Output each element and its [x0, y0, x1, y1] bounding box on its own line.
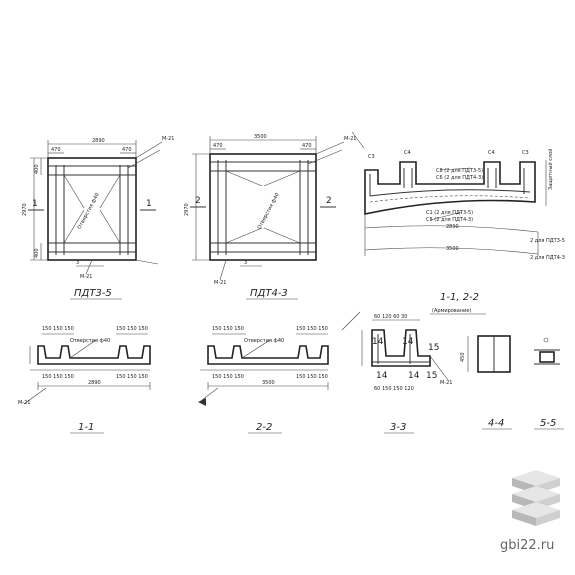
- pdt35-dim-top: 2890: [92, 138, 105, 144]
- section-22-profile: [207, 345, 329, 365]
- section-33-title: 1-1, 2-2: [440, 292, 479, 303]
- section-11-caption: 1-1: [78, 422, 94, 433]
- pdt43-caption: ПДТ4-3: [250, 288, 288, 299]
- svg-text:14: 14: [408, 371, 420, 381]
- section-22-dim: 3500: [262, 380, 275, 386]
- section-33-m15: 15: [428, 343, 439, 353]
- pdt43-dim-height: 2970: [184, 203, 190, 216]
- pdt43-dim-left-a: 470: [213, 143, 223, 149]
- section-33-caption: 3-3: [390, 422, 406, 433]
- pdt43-pos-3: 3: [244, 260, 247, 266]
- pdt43-pos-m21: М-21: [344, 136, 356, 142]
- view-section-55: 5-5: [534, 337, 564, 430]
- section-33-m14-b: 14: [402, 337, 414, 347]
- section-top-c5-note: С5 (2 для ПДТ4-3): [426, 217, 473, 223]
- section-22-caption: 2-2: [256, 422, 272, 433]
- pdt35-dim-bottom-b: 400: [34, 164, 40, 174]
- section-top-right-a: Защитный слой: [547, 149, 554, 190]
- section-top-label-c3-right: С3: [522, 150, 529, 156]
- svg-text:150 150 150: 150 150 150: [296, 374, 328, 380]
- svg-text:60 120 60 30: 60 120 60 30: [374, 314, 407, 320]
- section-top-right-c: 2 для ПДТ4-3: [530, 255, 565, 261]
- svg-text:60 150 150 120: 60 150 150 120: [374, 386, 414, 392]
- pdt35-section-mark-left: 1: [32, 199, 38, 209]
- svg-text:150 150 150: 150 150 150: [212, 326, 244, 332]
- view-section-11: 2890 Отверстия ф40 М-21 150 150 150 150 …: [18, 326, 151, 434]
- pdt35-caption: ПДТ3-5: [74, 288, 112, 299]
- section-33-subtitle: (Армирование): [432, 308, 471, 314]
- pdt35-section-mark-right: 1: [146, 199, 152, 209]
- svg-text:150 150 150: 150 150 150: [116, 374, 148, 380]
- pdt43-hole-note: Отверстия ф40: [257, 192, 281, 230]
- pdt35-dim-right-a: 470: [122, 147, 132, 153]
- section-11-profile: [37, 345, 151, 365]
- pdt35-pos-3: 3: [76, 260, 79, 266]
- view-pdt35: 2890 470 470 2970 400 400 1 1 3 М-21 М-2…: [22, 136, 174, 300]
- svg-text:150 150 150: 150 150 150: [116, 326, 148, 332]
- svg-text:150 150 150: 150 150 150: [296, 326, 328, 332]
- section-top-c6-note: С6 (2 для ПДТ4-3): [436, 175, 483, 181]
- section-top-dim-b: 3500: [446, 246, 459, 252]
- section-33-profile: [371, 329, 431, 367]
- section-top-label-c4-right: С4: [488, 150, 495, 156]
- view-section-44: 450 4-4: [460, 335, 512, 430]
- section-top-dim-a: 2890: [446, 224, 459, 230]
- pdt35-pos-m21: М-21: [162, 136, 174, 142]
- view-section-top: С3 С4 С4 С3 С8 (2 для ПДТ3-5) С6 (2 для …: [351, 131, 565, 261]
- section-11-hole-note: Отверстия ф40: [70, 338, 110, 344]
- svg-text:450: 450: [460, 352, 466, 362]
- section-top-label-c3-left: С3: [368, 154, 375, 160]
- section-33-m14-a: 14: [372, 337, 384, 347]
- pdt35-dim-height: 2970: [22, 203, 28, 216]
- pdt43-outline: [209, 153, 317, 261]
- section-44-caption: 4-4: [488, 418, 504, 429]
- section-top-right-b: 2 для ПДТ3-5: [530, 238, 565, 244]
- section-55-outline: [539, 351, 555, 363]
- pdt35-pos-m21-bottom: М-21: [80, 274, 92, 280]
- stacked-slabs-logo-icon: [512, 470, 560, 526]
- section-55-caption: 5-5: [540, 418, 556, 429]
- svg-text:14: 14: [376, 371, 388, 381]
- section-11-dim: 2890: [88, 380, 101, 386]
- section-top-c8-note: С8 (2 для ПДТ3-5): [436, 168, 483, 174]
- pdt35-dim-bottom-a: 400: [34, 248, 40, 258]
- svg-text:150 150 150: 150 150 150: [42, 374, 74, 380]
- svg-text:15: 15: [426, 371, 437, 381]
- pdt43-section-mark-left: 2: [195, 196, 201, 206]
- section-22-hole-note: Отверстия ф40: [244, 338, 284, 344]
- pdt43-dim-right-a: 470: [302, 143, 312, 149]
- section-top-profile: [364, 161, 536, 215]
- svg-text:150 150 150: 150 150 150: [42, 326, 74, 332]
- section-22-arrow-icon: [198, 398, 206, 406]
- pdt43-pos-m21-bottom: М-21: [214, 280, 226, 286]
- section-top-c1-note: С1 (2 для ПДТ3-5): [426, 210, 473, 216]
- section-33-pos-m21: М-21: [440, 380, 452, 386]
- section-top-label-c4-left: С4: [404, 150, 411, 156]
- pdt35-hole-note: Отверстия ф40: [77, 192, 101, 230]
- view-section-33: 1-1, 2-2 (Армирование) 14 14 15 14 14 15…: [341, 292, 486, 434]
- view-section-22: 3500 Отверстия ф40 150 150 150 150 150 1…: [198, 326, 329, 434]
- svg-text:150 150 150: 150 150 150: [212, 374, 244, 380]
- pdt43-dim-top: 3500: [254, 134, 267, 140]
- view-pdt43: 3500 470 470 2970 2 2 3 М-21 М-21 Отверс…: [184, 134, 356, 300]
- section-11-pos-m21: М-21: [18, 400, 30, 406]
- watermark-site: gbi22.ru: [500, 538, 555, 553]
- pdt35-dim-left-a: 470: [51, 147, 61, 153]
- pdt43-section-mark-right: 2: [326, 196, 332, 206]
